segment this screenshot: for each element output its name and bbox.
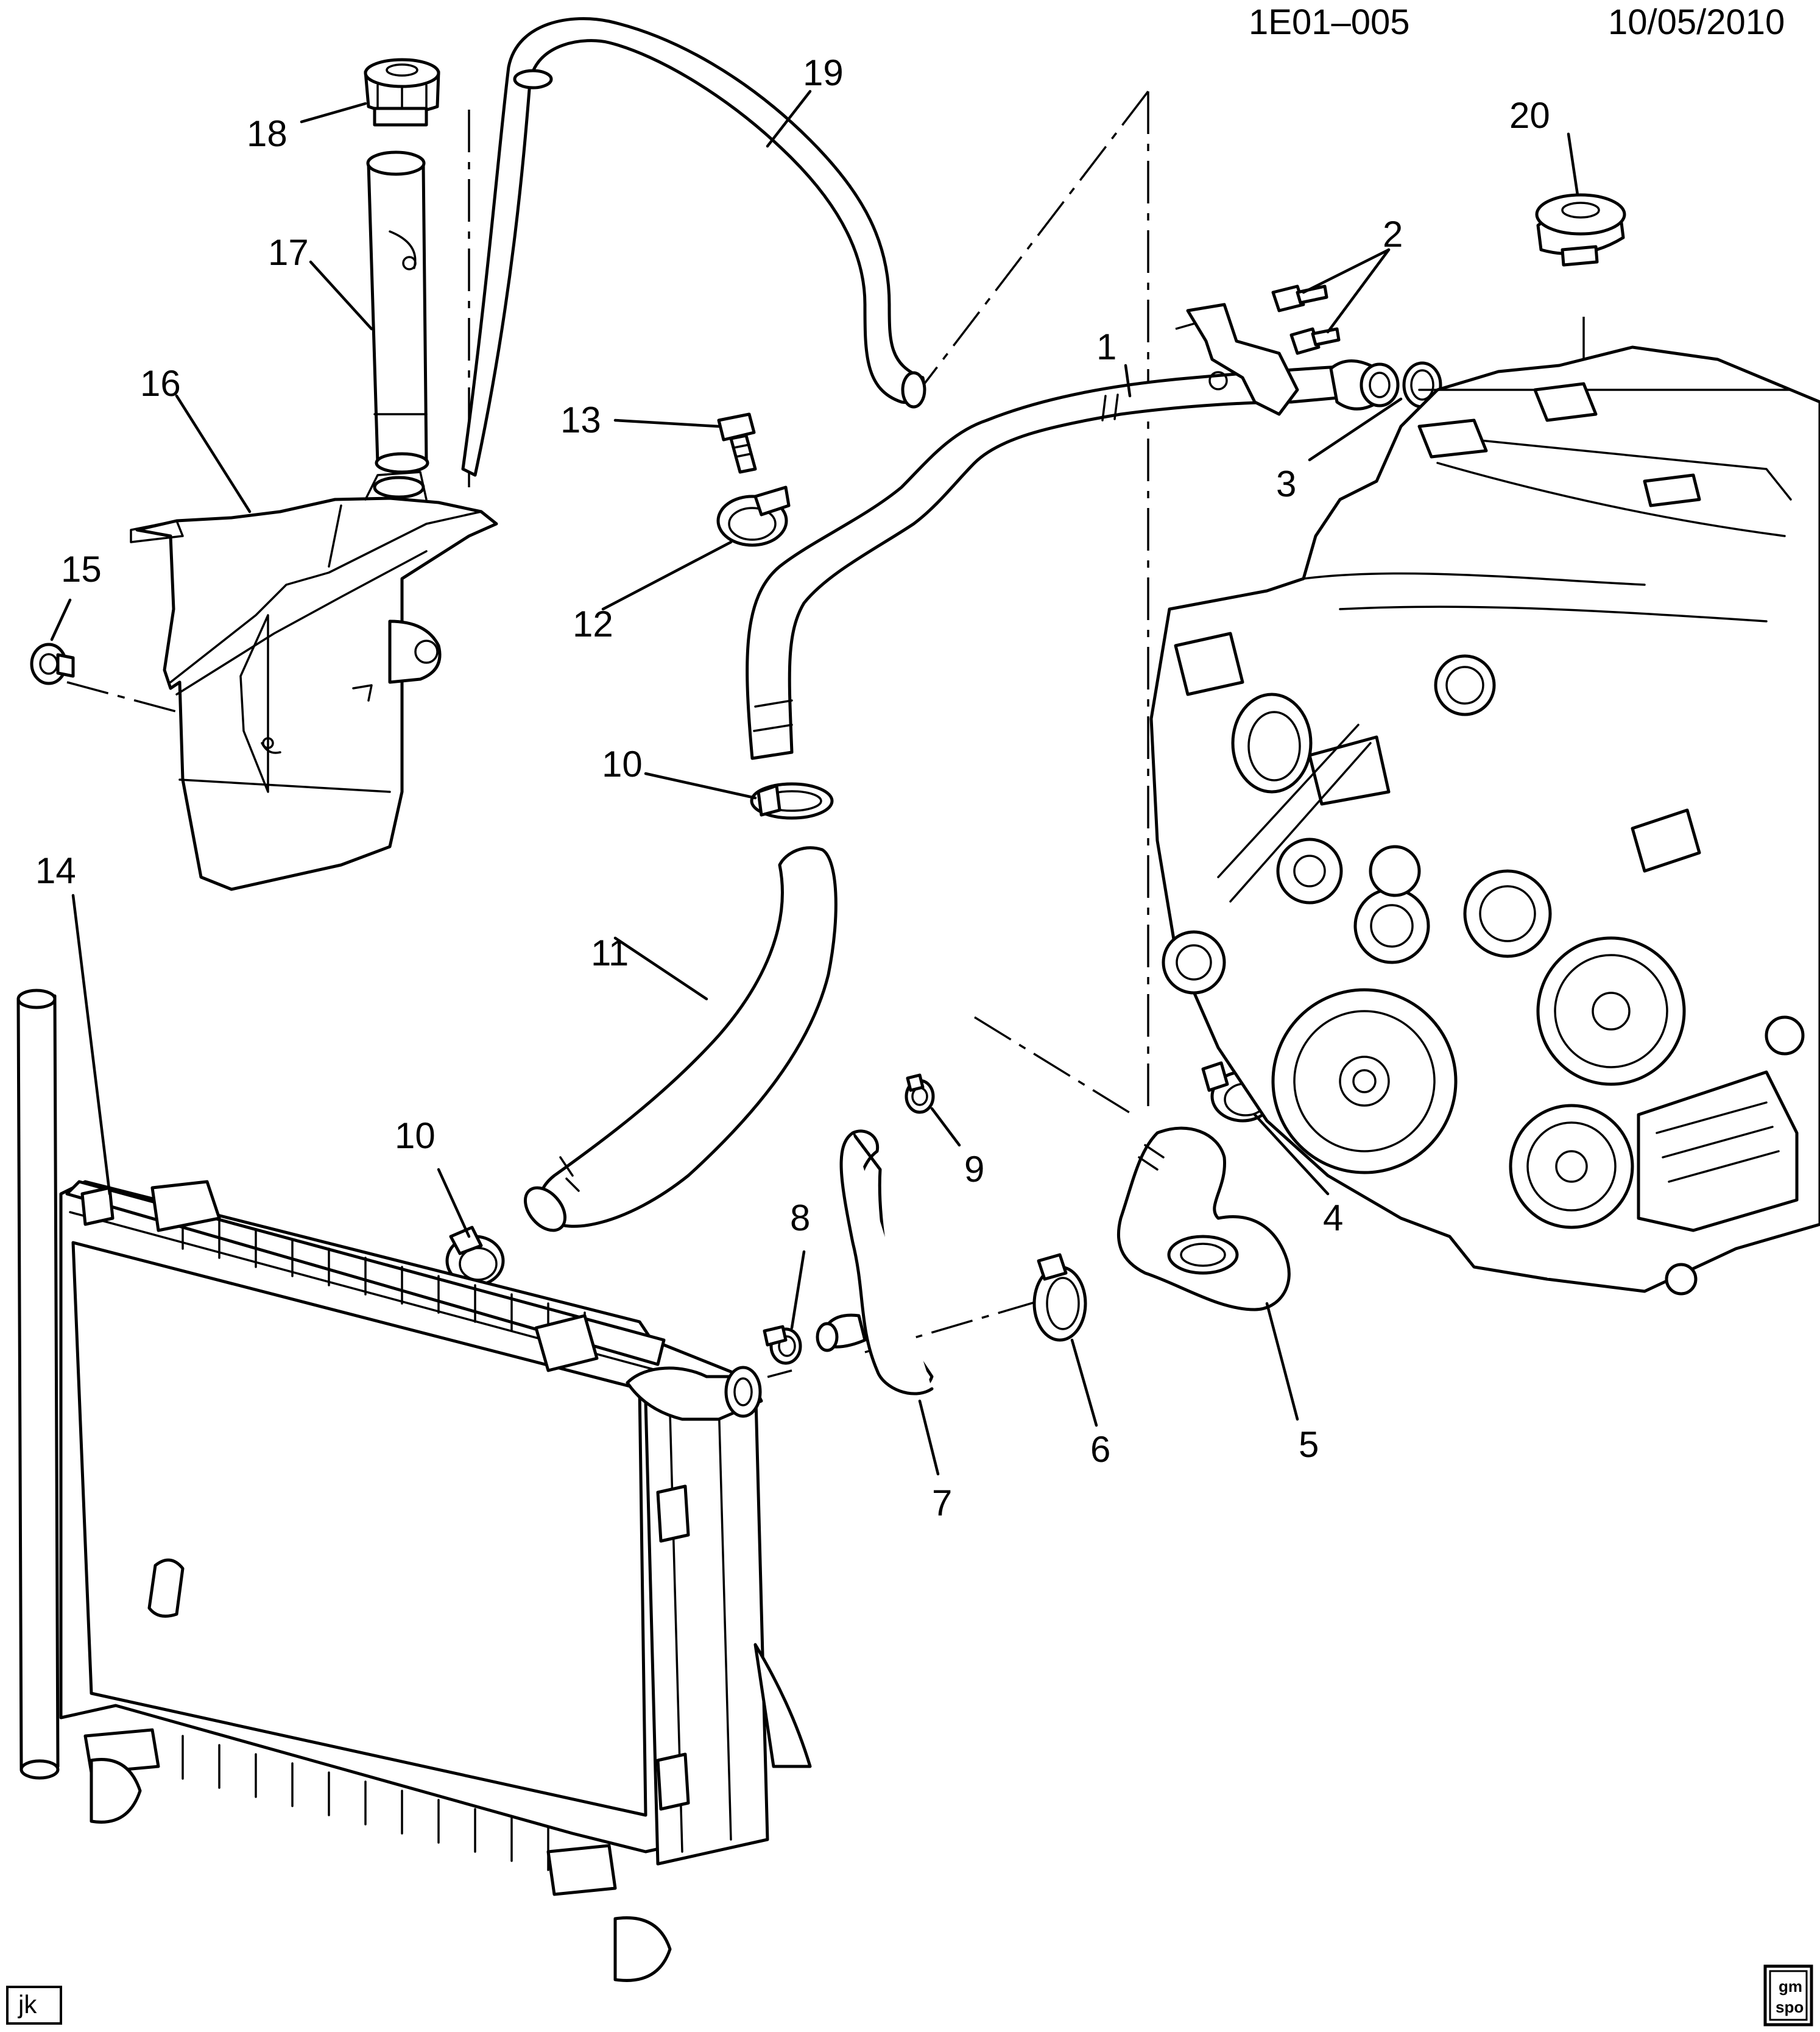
callout-15: 15 [61,549,102,590]
clamp-12 [716,485,791,547]
clamp-9 [905,1073,935,1114]
surge-tank-cap-18 [364,58,440,127]
bolt-15 [30,643,75,685]
callouts: 1 2 3 4 5 6 7 8 9 10 10 11 12 13 14 15 1… [35,52,1550,1523]
gm-spo-logo: gm spo [1763,1964,1813,2027]
hose-7 [816,1129,934,1395]
callout-4: 4 [1323,1198,1343,1238]
cap-20 [1535,193,1626,267]
logo-spo: spo [1776,1998,1804,2016]
callout-17: 17 [268,232,309,273]
callout-20: 20 [1509,95,1550,136]
callout-10-upper: 10 [602,744,643,785]
bolts-2 [1271,284,1341,355]
callout-2: 2 [1383,214,1403,255]
clamp-10-upper [750,782,834,820]
logo-gm: gm [1779,1977,1802,1995]
clamp-8 [763,1325,802,1365]
drawing-date: 10/05/2010 [1608,2,1785,42]
callout-10-lower: 10 [395,1115,436,1156]
callout-1: 1 [1096,326,1116,367]
surge-tank-inlet-hose-11 [523,846,838,1232]
callout-3: 3 [1276,464,1296,504]
callout-7: 7 [932,1483,952,1523]
callout-11: 11 [591,933,629,973]
surge-tank-filler-neck-17 [366,150,429,474]
initials-text: jk [17,1990,37,2019]
callout-13: 13 [560,400,601,440]
overflow-hose-19 [461,17,926,477]
callout-8: 8 [790,1198,810,1238]
drawing-id: 1E01–005 [1249,2,1409,42]
clamp-10-lower [445,1226,505,1287]
callout-14: 14 [35,850,76,891]
callout-9: 9 [964,1149,984,1190]
callout-5: 5 [1299,1424,1319,1465]
callout-16: 16 [140,363,181,404]
radiator-14 [16,989,812,1982]
initials-stamp: jk [6,1986,62,2025]
leader-lines [50,90,1579,1476]
radiator-outlet-hose-5 [1116,1126,1291,1311]
callout-19: 19 [803,52,844,93]
callout-18: 18 [247,113,287,154]
clamp-6 [1032,1253,1087,1342]
callout-12: 12 [573,604,613,644]
radiator-surge-tank-16 [130,471,498,891]
callout-6: 6 [1090,1429,1110,1470]
bolt-13 [717,412,757,474]
radiator-inlet-hose-1 [746,303,1400,760]
engine-assembly [1149,345,1820,1296]
